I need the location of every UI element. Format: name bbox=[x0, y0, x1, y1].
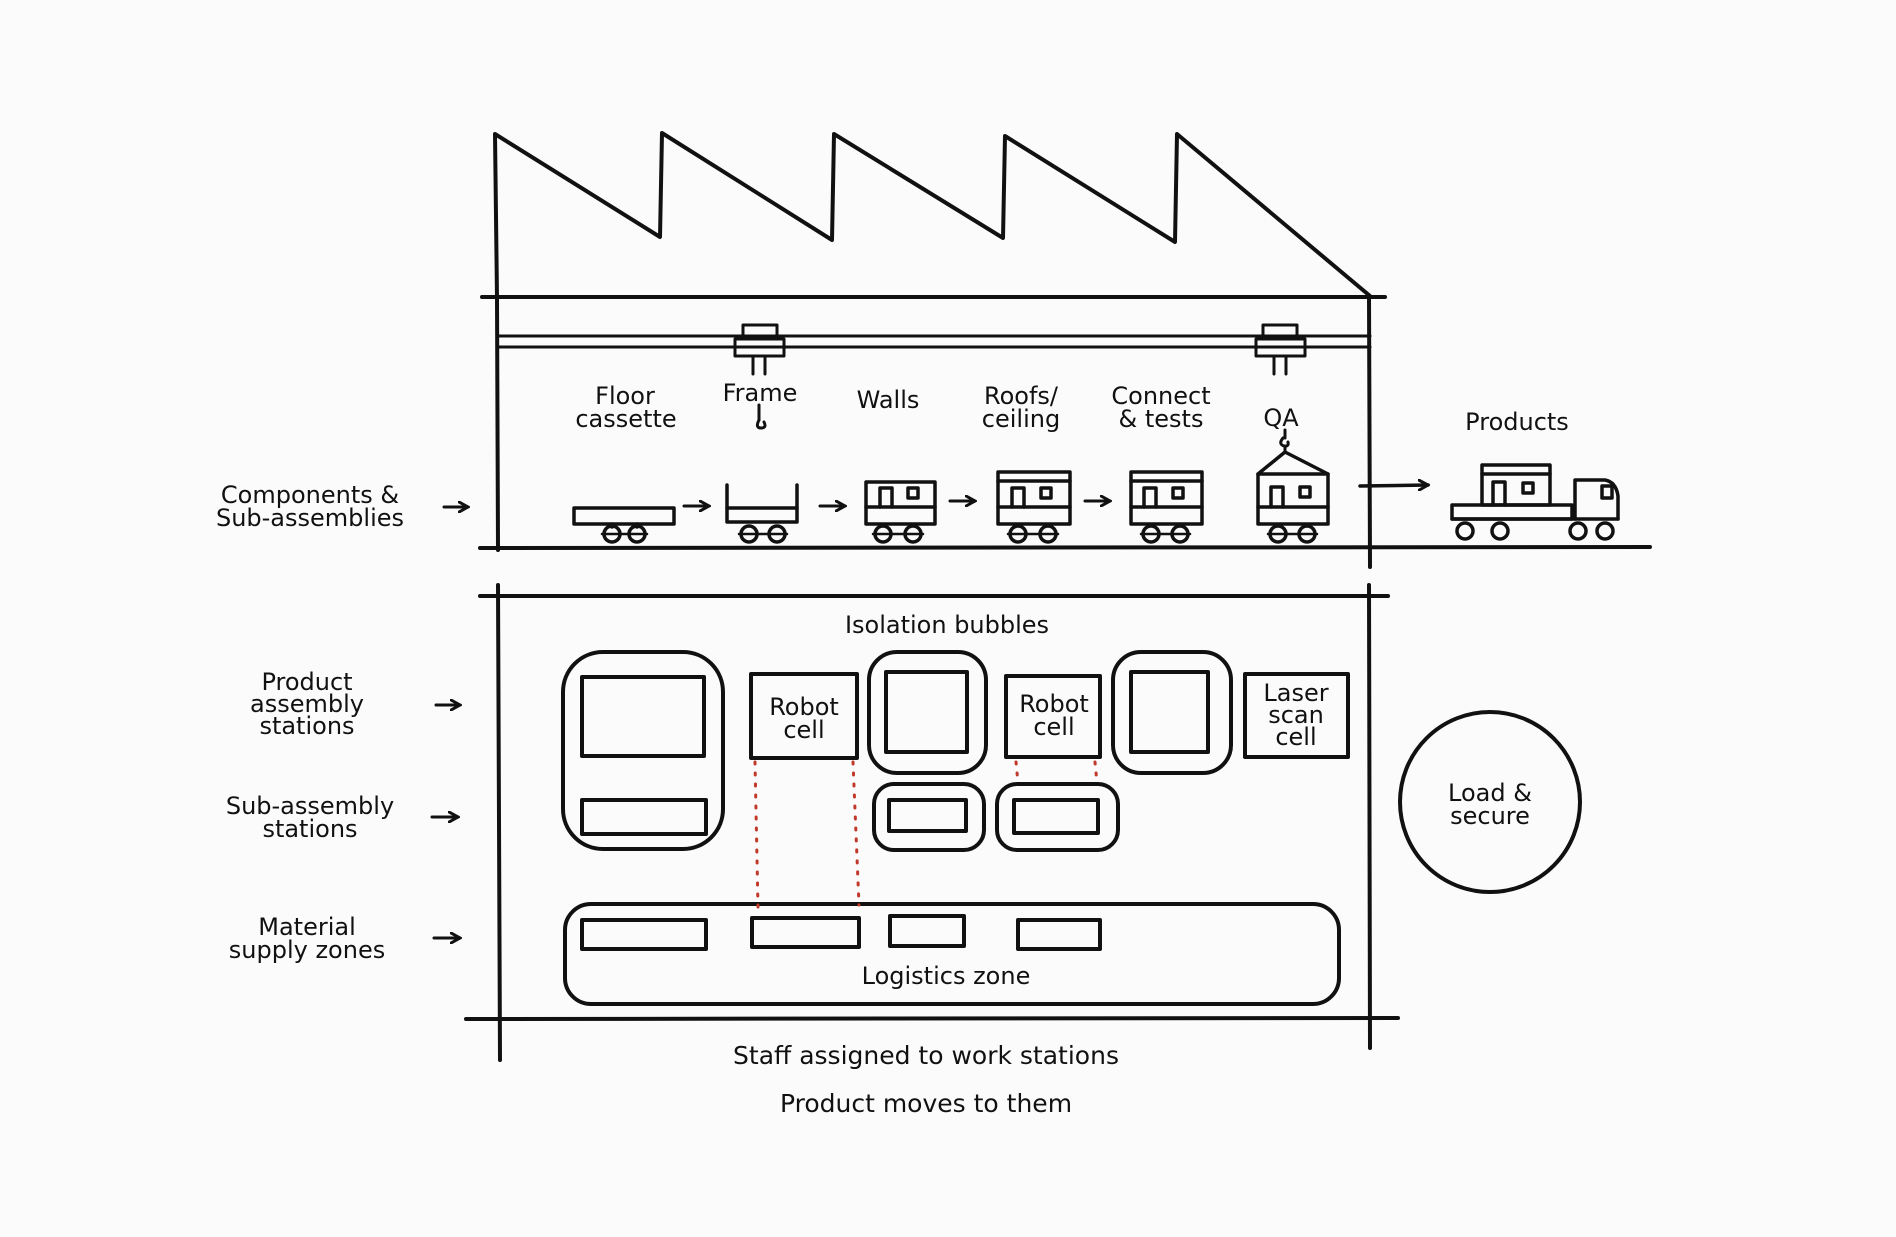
label-connect-1: Connect bbox=[1111, 382, 1210, 410]
cart-frame bbox=[725, 483, 799, 544]
label-product-assembly-1: Product bbox=[261, 668, 352, 696]
footer-line-2: Product moves to them bbox=[780, 1089, 1072, 1118]
sub-assembly-bubble-2 bbox=[995, 782, 1120, 852]
label-laser-1: Laser bbox=[1263, 679, 1328, 707]
robot-cell-1-box bbox=[749, 672, 859, 760]
footer-labels: Staff assigned to work stations Product … bbox=[733, 1041, 1119, 1118]
label-robot-cell-1a: Robot bbox=[769, 693, 839, 721]
truck-product-icon bbox=[1450, 463, 1620, 541]
cart-floor-cassette bbox=[572, 506, 676, 544]
left-wall-upper bbox=[495, 296, 500, 552]
label-laser-3: cell bbox=[1275, 723, 1316, 751]
left-wall-lower bbox=[496, 583, 502, 1062]
product-assembly-bubble-3 bbox=[1111, 650, 1233, 775]
sub-assembly-bubble-1 bbox=[872, 782, 986, 852]
label-floor-cassette-2: cassette bbox=[575, 405, 676, 433]
label-sub-assembly-2: stations bbox=[262, 815, 357, 843]
arrow-to-products bbox=[1358, 485, 1428, 486]
footer-line-1: Staff assigned to work stations bbox=[733, 1041, 1119, 1070]
cart-roofs bbox=[996, 470, 1072, 544]
factory-roof bbox=[493, 131, 1372, 300]
label-components-2: Sub-assemblies bbox=[216, 504, 404, 532]
logistics-zone bbox=[563, 902, 1341, 1006]
product-assembly-bubble-2 bbox=[867, 650, 988, 775]
left-labels: Components & Sub-assemblies Product asse… bbox=[216, 481, 404, 964]
label-load-secure-2: secure bbox=[1450, 802, 1530, 830]
label-components-1: Components & bbox=[221, 481, 399, 509]
label-logistics-zone: Logistics zone bbox=[862, 962, 1031, 990]
label-floor-cassette-1: Floor bbox=[595, 382, 655, 410]
lower-area-labels: Isolation bubbles Robot cell Robot cell … bbox=[769, 611, 1532, 990]
right-wall-lower bbox=[1367, 583, 1372, 1050]
laser-scan-cell-box bbox=[1243, 672, 1350, 759]
lower-bottom-line bbox=[464, 1016, 1400, 1021]
label-product-assembly-2: assembly bbox=[250, 690, 364, 718]
right-wall-upper bbox=[1367, 294, 1372, 569]
label-products: Products bbox=[1465, 408, 1569, 436]
cart-connect-tests bbox=[1129, 470, 1204, 544]
label-material-supply-2: supply zones bbox=[229, 936, 385, 964]
robot-cell-2-box bbox=[1004, 674, 1102, 759]
label-robot-cell-2a: Robot bbox=[1019, 690, 1089, 718]
label-connect-2: & tests bbox=[1119, 405, 1204, 433]
cart-walls bbox=[864, 480, 937, 544]
label-material-supply-1: Material bbox=[258, 913, 356, 941]
label-isolation-bubbles: Isolation bubbles bbox=[845, 611, 1049, 639]
robot-supply-links bbox=[753, 760, 1099, 909]
gantry-crane-frame bbox=[733, 323, 786, 430]
label-roofs-2: ceiling bbox=[982, 405, 1060, 433]
label-roofs-1: Roofs/ bbox=[984, 382, 1059, 410]
label-load-secure-1: Load & bbox=[1448, 779, 1532, 807]
label-robot-cell-2b: cell bbox=[1033, 713, 1074, 741]
load-secure-circle bbox=[1398, 710, 1582, 894]
label-product-assembly-3: stations bbox=[259, 712, 354, 740]
label-qa: QA bbox=[1263, 404, 1299, 432]
label-laser-2: scan bbox=[1268, 701, 1324, 729]
label-walls: Walls bbox=[857, 386, 920, 414]
cart-qa bbox=[1256, 450, 1330, 544]
gantry-crane-qa bbox=[1254, 323, 1307, 454]
label-frame: Frame bbox=[723, 379, 798, 407]
label-sub-assembly-1: Sub-assembly bbox=[226, 792, 394, 820]
station-labels-top: Floor cassette Frame Walls Roofs/ ceilin… bbox=[575, 379, 1568, 436]
product-assembly-bubble-1 bbox=[561, 650, 725, 851]
production-floor-line bbox=[478, 545, 1652, 550]
label-robot-cell-1b: cell bbox=[783, 716, 824, 744]
